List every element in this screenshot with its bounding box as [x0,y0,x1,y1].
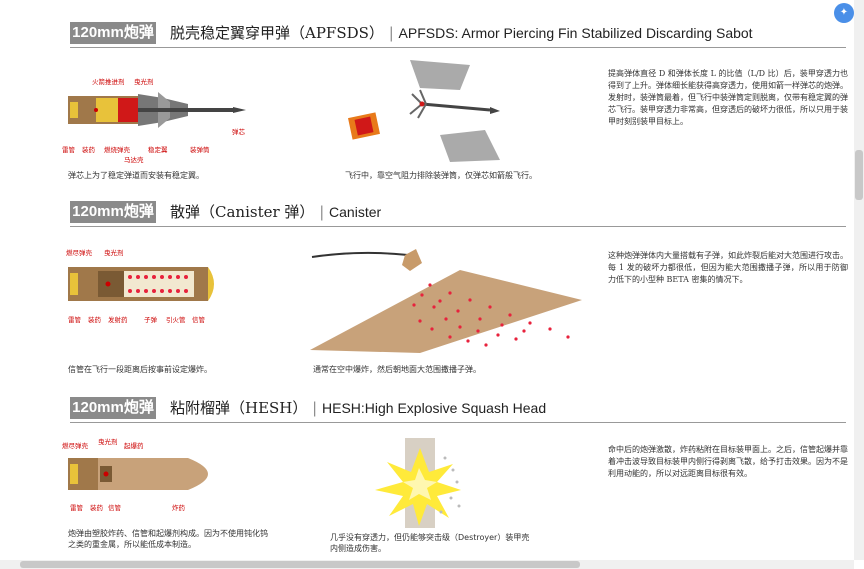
section-paragraph: 命中后的炮弹激散，炸药粘附在目标装甲面上。之后，信管起爆并靠着冲击波导致目标装甲… [608,445,848,478]
caption-mid: 几乎没有穿透力，但仍能够突击级（Destroyer）装甲壳内侧造成伤害。 [330,533,530,553]
apfsds-shell-diagram [68,92,246,128]
section-rule [70,226,846,227]
horizontal-scroll-thumb[interactable] [20,561,580,568]
hesh-impact-illustration [375,438,461,528]
label-bottom-3: 子弹 [144,316,157,324]
section-header-hesh: 120mm炮弹 粘附榴弹（HESH） | HESH:High Explosive… [70,395,846,423]
caption-left: 信管在飞行一段距离后按事前设定爆炸。 [68,365,212,374]
section-title-cn: 脱壳稳定翼穿甲弹（APFSDS） [170,24,384,42]
hesh-shell-diagram [68,458,208,490]
section-title-en: HESH:High Explosive Squash Head [322,400,547,416]
label-bottom-1: 装药 [82,146,95,154]
section-title: 粘附榴弹（HESH） | HESH:High Explosive Squash … [170,399,547,417]
label-top-0: 火箭推进剂 [92,78,125,86]
vertical-scroll-thumb[interactable] [855,150,863,200]
caption-left: 炮弹由塑胶炸药、信管和起爆剂构成。因为不使用钝化钨之类的重金属，所以能低成本制造… [68,529,268,549]
section-rule [70,47,846,48]
label-bottom-3: 稳定翼 [148,146,168,154]
label-bottom-4: 弹芯 [232,128,245,136]
label-top-0: 燃尽弹壳 [62,442,88,450]
caption-left: 弹芯上为了稳定弹道而安装有稳定翼。 [68,171,204,180]
section-title: 散弹（Canister 弹） | Canister [170,203,382,221]
label-bottom-2: 信管 [108,504,121,512]
vertical-scrollbar[interactable] [854,0,864,560]
caption-mid: 通常在空中爆炸，然后朝地面大范围撒播子弹。 [313,365,481,374]
translate-icon[interactable]: ✦ [834,3,854,23]
section-title: 脱壳稳定翼穿甲弹（APFSDS） | APFSDS: Armor Piercin… [170,24,753,42]
label-top-1: 曳光剂 [98,438,118,446]
section-tag: 120mm炮弹 [70,397,156,419]
label-bottom-2: 燃烧弹壳 [104,146,130,154]
section-title-cn: 散弹（Canister 弹） [170,203,315,221]
canister-burst-illustration [310,249,582,353]
section-paragraph: 这种炮弹弹体内大量搭载有子弹，如此炸裂后能对大范围进行攻击。每 1 发的破坏力都… [608,251,848,284]
label-bottom-1: 装药 [90,504,103,512]
horizontal-scrollbar[interactable] [0,560,854,569]
label-bottom-6: 装弹筒 [190,146,210,154]
label-top-2: 起爆药 [124,442,144,450]
label-bottom-3: 炸药 [172,504,185,512]
section-rule [70,422,846,423]
section-title-cn: 粘附榴弹（HESH） [170,399,308,417]
section-title-en: APFSDS: Armor Piercing Fin Stabilized Di… [398,25,753,41]
label-bottom-0: 雷管 [62,146,75,154]
label-bottom-0: 雷管 [68,316,81,324]
label-bottom-4: 引火管 [166,316,186,324]
label-bottom-1: 装药 [88,316,101,324]
label-top-1: 曳光剂 [134,78,154,86]
caption-mid: 飞行中，靠空气阻力排除装弹筒，仅弹芯如箭般飞行。 [345,171,537,180]
sabot-separation-illustration [348,60,500,162]
label-bottom-2: 发射药 [108,316,128,324]
label-top-0: 燃尽弹壳 [66,249,92,257]
section-header-apfsds: 120mm炮弹 脱壳稳定翼穿甲弹（APFSDS） | APFSDS: Armor… [70,20,846,48]
section-tag: 120mm炮弹 [70,201,156,223]
label-bottom-5: 马达壳 [124,156,144,164]
label-bottom-0: 雷管 [70,504,83,512]
label-bottom-5: 信管 [192,316,205,324]
section-header-canister: 120mm炮弹 散弹（Canister 弹） | Canister [70,199,846,227]
canister-shell-diagram [68,267,214,301]
section-title-en: Canister [329,204,382,220]
section-paragraph: 提高弹体直径 D 和弹体长度 L 的比值（L/D 比）后，装甲穿透力也得到了上升… [608,69,848,126]
section-tag: 120mm炮弹 [70,22,156,44]
label-top-1: 曳光剂 [104,249,124,257]
